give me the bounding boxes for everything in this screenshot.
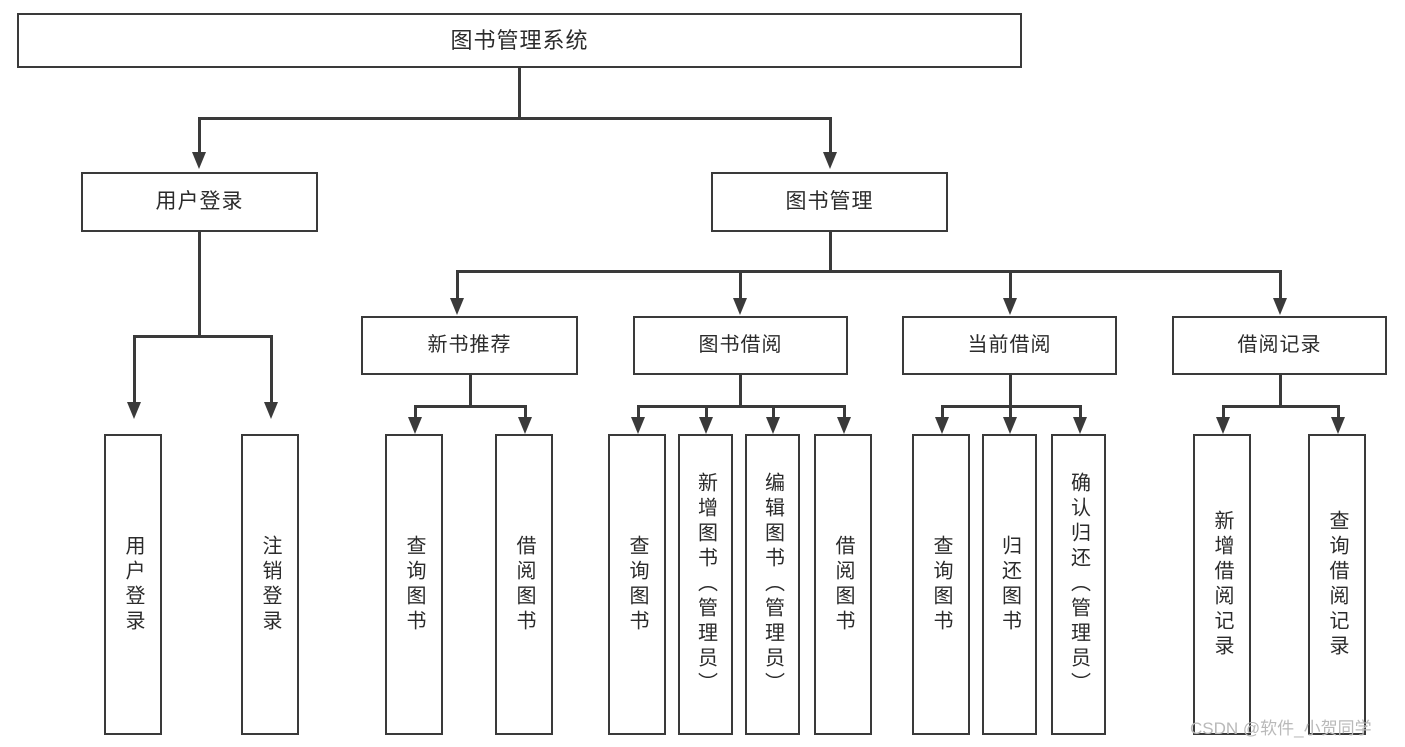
leaf-add-book-admin[interactable]: 新增图书（管理员） <box>678 434 733 735</box>
arrow-to-leaf-logout <box>264 402 278 419</box>
connector-level2-drop-1 <box>456 270 459 298</box>
arrow-to-leaf-confirm-return <box>1073 417 1087 434</box>
connector-borrow-stem <box>739 375 742 405</box>
arrow-to-leaf-borrow-book-1 <box>518 417 532 434</box>
connector-current-drop-3 <box>1079 405 1082 417</box>
arrow-to-new-book-recommend <box>450 298 464 315</box>
arrow-to-book-manage <box>823 152 837 169</box>
connector-level2-bus <box>456 270 1280 273</box>
leaf-user-login[interactable]: 用户登录 <box>104 434 162 735</box>
connector-user-login-drop-1 <box>133 335 136 402</box>
connector-record-stem <box>1279 375 1282 405</box>
connector-borrow-bus <box>637 405 845 408</box>
leaf-label: 查询图书 <box>626 534 648 635</box>
connector-current-drop-2 <box>1009 405 1012 417</box>
connector-recommend-drop-1 <box>414 405 417 417</box>
leaf-label: 查询图书 <box>403 534 425 635</box>
connector-level2-drop-2 <box>739 270 742 298</box>
connector-level1-bus <box>198 117 830 120</box>
connector-level2-drop-4 <box>1279 270 1282 298</box>
node-root-system[interactable]: 图书管理系统 <box>17 13 1022 68</box>
connector-level2-drop-3 <box>1009 270 1012 298</box>
arrow-to-user-login <box>192 152 206 169</box>
node-label: 借阅记录 <box>1237 334 1322 356</box>
connector-user-login-stem <box>198 232 201 335</box>
leaf-label: 归还图书 <box>998 534 1021 635</box>
leaf-logout[interactable]: 注销登录 <box>241 434 299 735</box>
leaf-label: 借阅图书 <box>832 534 854 635</box>
arrow-to-leaf-query-record <box>1331 417 1345 434</box>
node-borrow-record[interactable]: 借阅记录 <box>1172 316 1387 375</box>
leaf-label: 确认归还（管理员） <box>1067 472 1090 697</box>
leaf-label: 新增图书（管理员） <box>694 472 717 697</box>
leaf-label: 查询图书 <box>930 534 952 635</box>
connector-user-login-bus <box>133 335 272 338</box>
arrow-to-leaf-query-book-2 <box>631 417 645 434</box>
leaf-label: 注销登录 <box>259 534 281 635</box>
leaf-return-book[interactable]: 归还图书 <box>982 434 1037 735</box>
leaf-label: 新增借阅记录 <box>1211 509 1233 660</box>
leaf-confirm-return-admin[interactable]: 确认归还（管理员） <box>1051 434 1106 735</box>
arrow-to-leaf-return-book <box>1003 417 1017 434</box>
connector-record-bus <box>1222 405 1339 408</box>
leaf-query-book-current[interactable]: 查询图书 <box>912 434 970 735</box>
arrow-to-leaf-query-book-1 <box>408 417 422 434</box>
connector-current-drop-1 <box>941 405 944 417</box>
arrow-to-book-borrow <box>733 298 747 315</box>
node-label: 新书推荐 <box>427 334 512 356</box>
connector-level1-drop-2 <box>829 117 832 152</box>
node-book-borrow[interactable]: 图书借阅 <box>633 316 848 375</box>
node-user-login[interactable]: 用户登录 <box>81 172 318 232</box>
node-current-borrow[interactable]: 当前借阅 <box>902 316 1117 375</box>
arrow-to-borrow-record <box>1273 298 1287 315</box>
arrow-to-leaf-query-book-3 <box>935 417 949 434</box>
leaf-label: 用户登录 <box>122 534 144 635</box>
arrow-to-leaf-add-book <box>699 417 713 434</box>
leaf-query-borrow-record[interactable]: 查询借阅记录 <box>1308 434 1366 735</box>
connector-record-drop-2 <box>1337 405 1340 417</box>
arrow-to-leaf-user-login <box>127 402 141 419</box>
node-book-manage[interactable]: 图书管理 <box>711 172 948 232</box>
leaf-label: 编辑图书（管理员） <box>761 472 784 697</box>
arrow-to-current-borrow <box>1003 298 1017 315</box>
connector-borrow-drop-4 <box>843 405 846 417</box>
leaf-edit-book-admin[interactable]: 编辑图书（管理员） <box>745 434 800 735</box>
leaf-borrow-book-recommend[interactable]: 借阅图书 <box>495 434 553 735</box>
leaf-borrow-book[interactable]: 借阅图书 <box>814 434 872 735</box>
leaf-label: 查询借阅记录 <box>1326 509 1348 660</box>
leaf-query-book-borrow[interactable]: 查询图书 <box>608 434 666 735</box>
node-label: 用户登录 <box>155 189 244 213</box>
arrow-to-leaf-add-record <box>1216 417 1230 434</box>
connector-recommend-drop-2 <box>524 405 527 417</box>
arrow-to-leaf-edit-book <box>766 417 780 434</box>
leaf-label: 借阅图书 <box>513 534 535 635</box>
connector-record-drop-1 <box>1222 405 1225 417</box>
node-label: 当前借阅 <box>967 334 1052 356</box>
connector-recommend-bus <box>414 405 526 408</box>
node-new-book-recommend[interactable]: 新书推荐 <box>361 316 578 375</box>
node-label: 图书管理 <box>785 189 874 213</box>
leaf-add-borrow-record[interactable]: 新增借阅记录 <box>1193 434 1251 735</box>
arrow-to-leaf-borrow-book-2 <box>837 417 851 434</box>
connector-current-stem <box>1009 375 1012 405</box>
node-label: 图书借阅 <box>698 334 783 356</box>
connector-book-manage-stem <box>829 232 832 270</box>
csdn-watermark: CSDN @软件_小贺同学 <box>1190 719 1372 738</box>
connector-user-login-drop-2 <box>270 335 273 402</box>
connector-root-stem <box>518 68 521 117</box>
connector-borrow-drop-2 <box>705 405 708 417</box>
connector-recommend-stem <box>469 375 472 405</box>
connector-level1-drop-1 <box>198 117 201 152</box>
leaf-query-book-recommend[interactable]: 查询图书 <box>385 434 443 735</box>
connector-borrow-drop-1 <box>637 405 640 417</box>
connector-borrow-drop-3 <box>772 405 775 417</box>
node-label: 图书管理系统 <box>450 27 589 53</box>
